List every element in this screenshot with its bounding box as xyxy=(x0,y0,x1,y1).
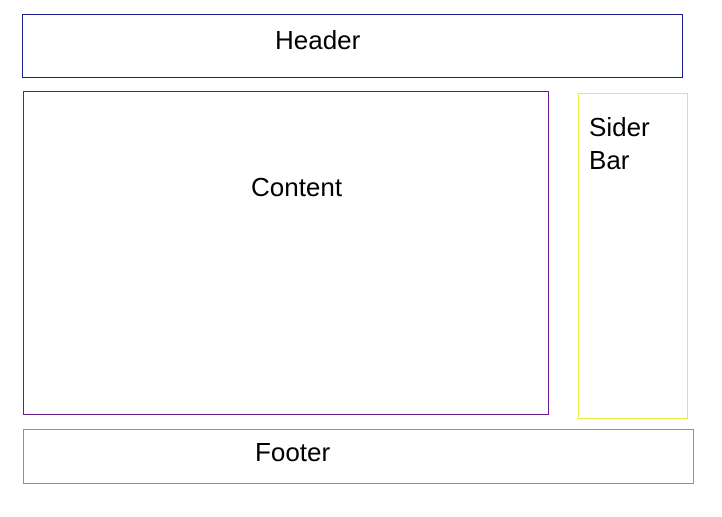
sidebar-label: Sider Bar xyxy=(589,111,679,177)
sidebar-region: Sider Bar xyxy=(578,93,688,419)
header-label: Header xyxy=(275,25,361,55)
content-region: Content xyxy=(23,91,549,415)
header-region: Header xyxy=(22,14,683,78)
content-label: Content xyxy=(251,172,343,202)
sidebar-label-line1: Sider xyxy=(589,112,650,142)
sidebar-label-line2: Bar xyxy=(589,145,630,175)
footer-label: Footer xyxy=(255,437,331,467)
footer-region: Footer xyxy=(23,429,694,484)
